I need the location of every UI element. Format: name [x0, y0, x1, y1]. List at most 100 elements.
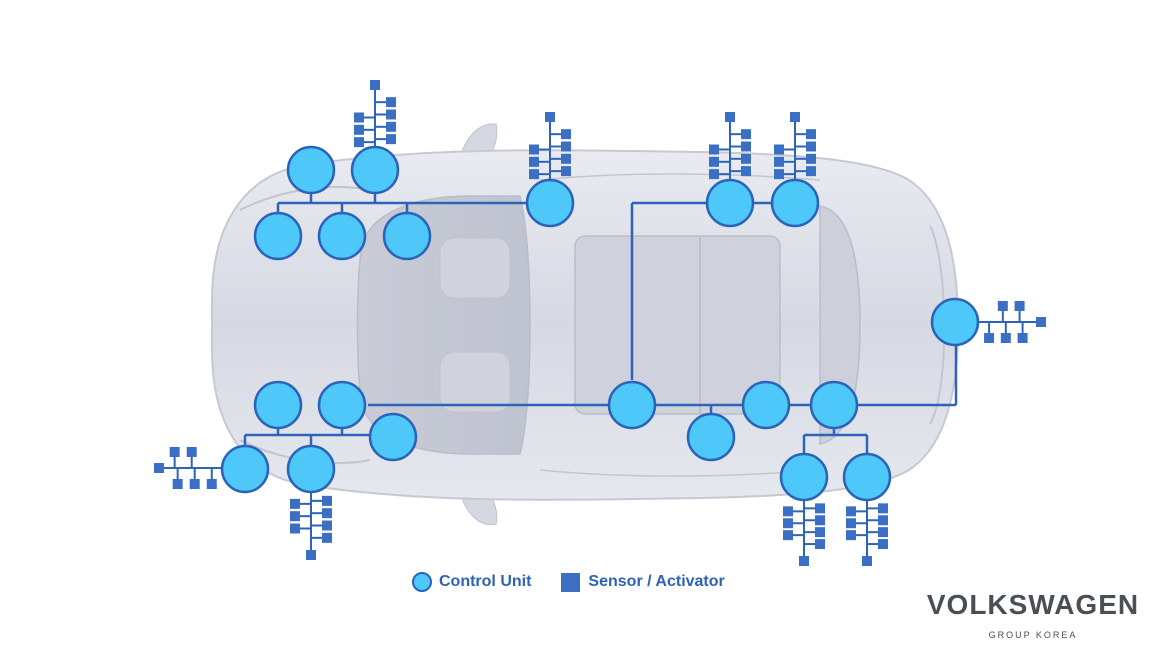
sensor-square [322, 532, 332, 543]
sensor-square [783, 530, 793, 541]
sensor-square [984, 333, 995, 343]
sensor-square [878, 527, 888, 538]
control-unit [286, 145, 336, 195]
sensor-square [290, 511, 300, 522]
control-unit [382, 211, 432, 261]
control-unit [253, 380, 303, 430]
sensor-tree-front [154, 447, 222, 489]
sensor-square [997, 301, 1008, 311]
brand-subtitle: GROUP KOREA [988, 630, 1078, 640]
sensor-square [354, 137, 364, 148]
sensor-tree-top-right-a [709, 112, 751, 180]
sensor-square [846, 506, 856, 517]
sensor-square [790, 112, 800, 122]
control-unit [770, 178, 820, 228]
sensor-tree-rear [979, 301, 1046, 343]
control-unit [253, 211, 303, 261]
sensor-square [370, 80, 380, 90]
sensor-square [172, 479, 183, 489]
sensor-square [815, 539, 825, 550]
sensor-square [815, 503, 825, 514]
sensor-square [741, 129, 751, 140]
sensor-square [169, 447, 180, 457]
sensor-trees [154, 80, 1046, 566]
control-unit [317, 380, 367, 430]
sensor-square [1017, 333, 1028, 343]
control-unit [705, 178, 755, 228]
sensor-square [878, 515, 888, 526]
sensor-square [529, 144, 539, 155]
sensor-square [386, 109, 396, 120]
legend-sensor: Sensor / Activator [561, 572, 725, 592]
sensor-square [1014, 301, 1025, 311]
control-unit [317, 211, 367, 261]
sensor-square [386, 97, 396, 108]
sensor-square [815, 515, 825, 526]
bus-lines [243, 194, 958, 454]
legend: Control Unit Sensor / Activator [412, 572, 755, 592]
sensor-square [1000, 333, 1011, 343]
sensor-square [354, 112, 364, 123]
sensor-square [154, 463, 164, 473]
sensor-square [189, 479, 200, 489]
control-unit [525, 178, 575, 228]
sensor-square [709, 144, 719, 155]
sensor-square [386, 121, 396, 132]
sensor-square [806, 166, 816, 177]
sensor-tree-top-center [529, 112, 571, 180]
sensor-square [561, 166, 571, 177]
sensor-square [878, 503, 888, 514]
sensor-square [815, 527, 825, 538]
sensor-square [774, 169, 784, 180]
control-unit [741, 380, 791, 430]
sensor-square [206, 479, 217, 489]
sensor-tree-bottom-left [290, 492, 332, 560]
control-units [220, 145, 980, 502]
sensor-square [529, 169, 539, 180]
sensor-square [322, 495, 332, 506]
sensor-square [561, 129, 571, 140]
sensor-square [799, 556, 809, 566]
control-unit [350, 145, 400, 195]
sensor-tree-top-left [354, 80, 396, 148]
sensor-tree-bottom-right-a [783, 500, 825, 566]
sensor-square [806, 153, 816, 164]
sensor-square [386, 134, 396, 145]
sensor-square [774, 144, 784, 155]
control-unit [842, 452, 892, 502]
sensor-square [322, 508, 332, 519]
control-unit [607, 380, 657, 430]
sensor-square [741, 141, 751, 152]
legend-sensor-label: Sensor / Activator [588, 573, 725, 590]
sensor-square [561, 153, 571, 164]
sensor-square [306, 550, 316, 560]
control-unit [779, 452, 829, 502]
control-unit [930, 297, 980, 347]
sensor-square [725, 112, 735, 122]
legend-control-unit: Control Unit [412, 572, 531, 592]
brand-name: VOLKSWAGEN [926, 589, 1140, 620]
control-unit [220, 444, 270, 494]
sensor-square [806, 129, 816, 140]
sensor-square [783, 518, 793, 529]
brand-logo: VOLKSWAGEN GROUP KOREA [924, 589, 1142, 641]
sensor-square [322, 520, 332, 531]
sensor-square [545, 112, 555, 122]
sensor-square [862, 556, 872, 566]
sensor-square [290, 498, 300, 509]
sensor-square [878, 539, 888, 550]
sensor-square [354, 124, 364, 135]
sensor-square [806, 141, 816, 152]
control-unit [686, 412, 736, 462]
sensor-square [529, 156, 539, 167]
sensor-square [709, 169, 719, 180]
sensor-tree-bottom-right-b [846, 500, 888, 566]
sensor-swatch-icon [561, 572, 581, 592]
control-unit-swatch-icon [412, 572, 432, 592]
control-unit [368, 412, 418, 462]
control-unit [809, 380, 859, 430]
sensor-square [561, 141, 571, 152]
sensor-square [709, 156, 719, 167]
legend-control-unit-label: Control Unit [439, 573, 532, 590]
